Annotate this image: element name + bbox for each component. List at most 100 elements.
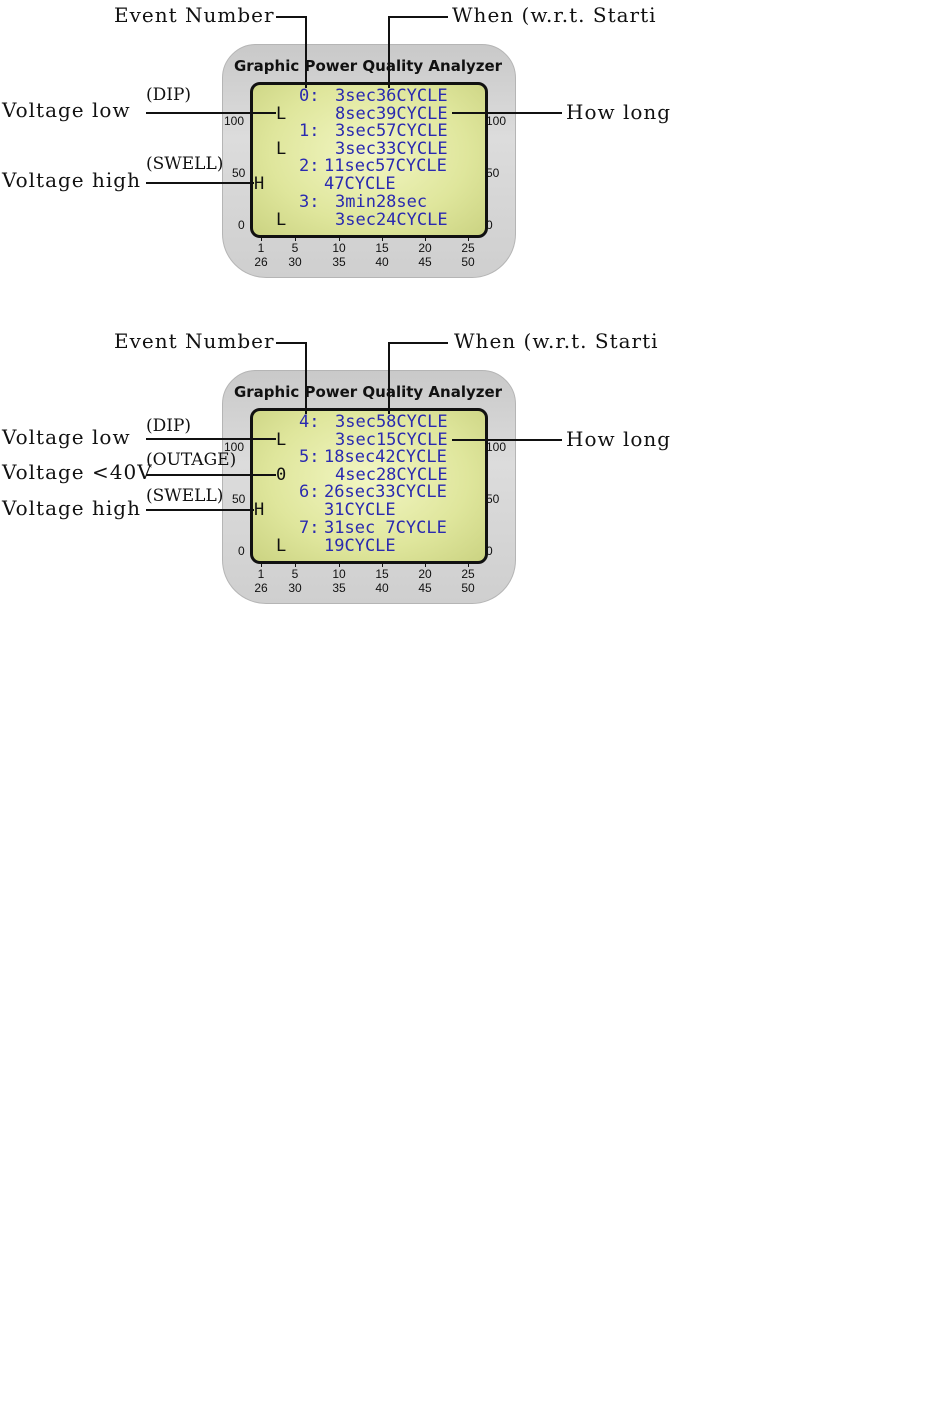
x-tick-mark — [468, 235, 469, 241]
x-tick-label: 5 — [291, 567, 299, 581]
x-tick-label: 50 — [461, 581, 475, 595]
x-tick-mark — [339, 235, 340, 241]
analyzer-diagram-1: Graphic Power Quality Analyzer 100 50 0 … — [0, 0, 702, 278]
x-tick-mark — [425, 235, 426, 241]
scale-0-right: 0 — [486, 544, 493, 558]
event-5-duration: 4sec28CYCLE — [335, 465, 448, 485]
event-4-duration: 3sec15CYCLE — [335, 430, 448, 450]
event-7-duration: 19CYCLE — [324, 536, 396, 556]
event-0-duration: 8sec39CYCLE — [335, 104, 448, 124]
lcd-screen — [250, 82, 488, 238]
leader-line — [388, 342, 448, 344]
voltage-high-label: Voltage high — [2, 496, 141, 520]
event-1-duration: 3sec33CYCLE — [335, 139, 448, 159]
leader-line — [452, 112, 562, 114]
x-tick-label: 45 — [418, 255, 432, 269]
leader-line — [276, 342, 307, 344]
leader-line — [305, 16, 307, 88]
lcd-screen — [250, 408, 488, 564]
scale-0-right: 0 — [486, 218, 493, 232]
event-3-duration: 3sec24CYCLE — [335, 210, 448, 230]
scale-0-left: 0 — [238, 544, 245, 558]
x-tick-label: 20 — [418, 241, 432, 255]
leader-line — [452, 439, 562, 441]
x-tick-mark — [468, 561, 469, 567]
event-1-when: 3sec57CYCLE — [335, 121, 448, 141]
event-6-type: H — [254, 500, 265, 520]
dip-label: (DIP) — [146, 416, 192, 436]
event-4-number: 4: — [299, 412, 320, 432]
scale-50-right: 50 — [486, 166, 500, 180]
event-7-when: 31sec 7CYCLE — [324, 518, 447, 538]
x-tick-label: 35 — [332, 581, 346, 595]
event-1-number: 1: — [299, 121, 320, 141]
x-tick-label: 10 — [332, 567, 346, 581]
x-tick-label: 10 — [332, 241, 346, 255]
event-7-type: L — [276, 536, 287, 556]
how-long-label: How long — [566, 100, 672, 124]
event-0-type: L — [276, 104, 287, 124]
x-tick-label: 26 — [254, 255, 268, 269]
event-number-label: Event Number — [114, 3, 275, 27]
scale-0-left: 0 — [238, 218, 245, 232]
event-5-when: 18sec42CYCLE — [324, 447, 447, 467]
when-label: When (w.r.t. Starti — [454, 329, 659, 353]
event-3-type: L — [276, 210, 287, 230]
voltage-low-label: Voltage low — [2, 425, 131, 449]
x-tick-label: 40 — [375, 255, 389, 269]
x-tick-label: 50 — [461, 255, 475, 269]
how-long-label: How long — [566, 427, 672, 451]
x-tick-mark — [261, 561, 262, 567]
event-2-number: 2: — [299, 156, 320, 176]
leader-line — [146, 438, 276, 440]
x-tick-mark — [425, 561, 426, 567]
event-6-when: 26sec33CYCLE — [324, 482, 447, 502]
scale-100-right: 100 — [486, 114, 507, 128]
x-tick-label: 25 — [461, 567, 475, 581]
x-tick-label: 20 — [418, 567, 432, 581]
leader-line — [388, 16, 390, 88]
device-title: Graphic Power Quality Analyzer — [233, 57, 503, 75]
x-tick-mark — [295, 561, 296, 567]
x-tick-label: 35 — [332, 255, 346, 269]
x-tick-label: 30 — [288, 581, 302, 595]
x-tick-label: 15 — [375, 567, 389, 581]
x-tick-label: 25 — [461, 241, 475, 255]
event-6-number: 6: — [299, 482, 320, 502]
when-label: When (w.r.t. Starti — [452, 3, 657, 27]
x-tick-mark — [261, 235, 262, 241]
event-3-number: 3: — [299, 192, 320, 212]
event-number-label: Event Number — [114, 329, 275, 353]
event-7-number: 7: — [299, 518, 320, 538]
x-tick-mark — [339, 561, 340, 567]
event-5-number: 5: — [299, 447, 320, 467]
event-6-duration: 31CYCLE — [324, 500, 396, 520]
event-0-when: 3sec36CYCLE — [335, 86, 448, 106]
leader-line — [276, 16, 307, 18]
voltage-high-label: Voltage high — [2, 168, 141, 192]
x-tick-label: 30 — [288, 255, 302, 269]
scale-100-left: 100 — [224, 440, 245, 454]
leader-line — [146, 112, 276, 114]
scale-50-left: 50 — [232, 492, 246, 506]
swell-label: (SWELL) — [146, 154, 224, 174]
x-tick-mark — [382, 561, 383, 567]
leader-line — [146, 509, 254, 511]
event-1-type: L — [276, 139, 287, 159]
event-4-when: 3sec58CYCLE — [335, 412, 448, 432]
x-tick-label: 40 — [375, 581, 389, 595]
event-2-duration: 47CYCLE — [324, 174, 396, 194]
swell-label: (SWELL) — [146, 486, 224, 506]
event-2-when: 11sec57CYCLE — [324, 156, 447, 176]
scale-50-right: 50 — [486, 492, 500, 506]
leader-line — [388, 342, 390, 414]
x-tick-label: 1 — [257, 567, 265, 581]
event-0-number: 0: — [299, 86, 320, 106]
leader-line — [388, 16, 448, 18]
scale-100-right: 100 — [486, 440, 507, 454]
dip-label: (DIP) — [146, 85, 192, 105]
voltage-outage-label: Voltage <40V — [2, 460, 153, 484]
x-tick-mark — [295, 235, 296, 241]
leader-line — [146, 474, 276, 476]
x-tick-label: 1 — [257, 241, 265, 255]
